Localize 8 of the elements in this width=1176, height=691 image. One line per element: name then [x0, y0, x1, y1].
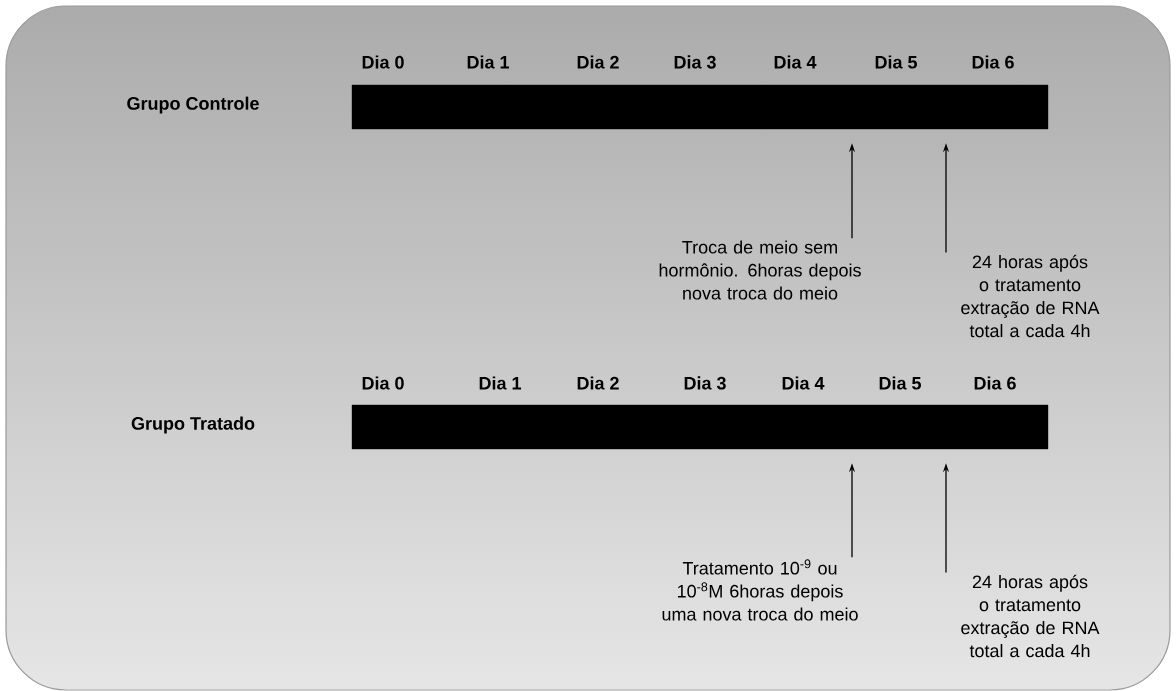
group-label: Grupo Controle	[127, 96, 259, 114]
annotation-text: Troca de meio sem hormônio. 6horas depois nova troca do meio	[659, 240, 861, 300]
timeline-bar	[351, 84, 1049, 130]
group-label: Grupo Tratado	[131, 416, 255, 434]
annotation-text: 24 horas após o tratamento extração de RNA total a cada 4h	[961, 574, 1100, 658]
annotation-text: 24 horas após o tratamento extração de RNA total a cada 4h	[961, 254, 1100, 338]
annotation-text: Tratamento 10$^{-9}$ ou 10$^{-8}$M 6horas depois uma nova troca do meio	[662, 559, 858, 621]
timeline-bar	[351, 404, 1049, 450]
